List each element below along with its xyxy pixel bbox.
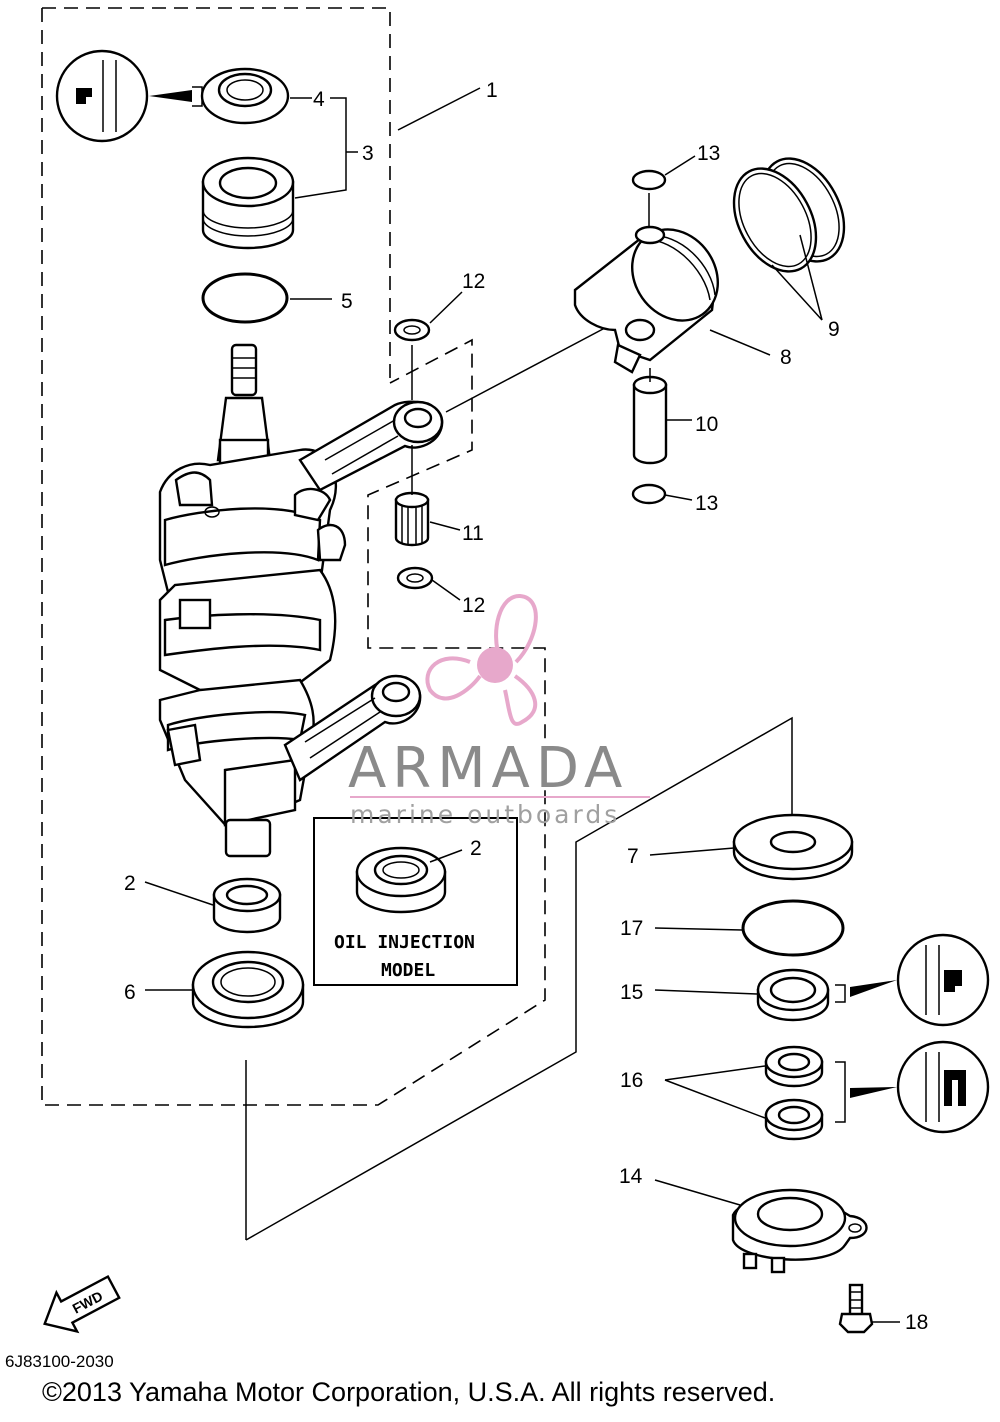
bolt-part-18 <box>838 1283 874 1334</box>
callout-3: 3 <box>362 142 374 165</box>
callout-5: 5 <box>341 290 353 313</box>
callout-12-top: 12 <box>462 270 485 293</box>
oil-injection-label: OIL INJECTION <box>334 932 475 953</box>
connecting-rod-lower <box>283 674 422 782</box>
lubricant-badge-right-lower <box>835 1040 990 1134</box>
bearing-part-3 <box>201 156 295 250</box>
needle-bearing-part-11 <box>394 491 430 547</box>
piston-rings-part-9 <box>732 157 846 273</box>
o-ring-part-17 <box>741 899 845 957</box>
callout-13-top: 13 <box>697 142 720 165</box>
callout-7: 7 <box>627 845 639 868</box>
watermark-tagline: marine outboards <box>350 800 620 829</box>
lubricant-badge-right-upper <box>835 933 990 1027</box>
circlip-part-13-top <box>631 169 667 191</box>
piston-part-8 <box>573 225 719 374</box>
lubricant-badge-top <box>55 49 203 143</box>
callout-6: 6 <box>124 981 136 1004</box>
callout-14: 14 <box>619 1165 643 1188</box>
callout-2-oil-injection: 2 <box>470 837 482 860</box>
callout-10: 10 <box>695 413 718 436</box>
thrust-washer-part-7 <box>732 813 854 881</box>
copyright-notice: ©2013 Yamaha Motor Corporation, U.S.A. A… <box>42 1377 775 1407</box>
callout-15: 15 <box>620 981 643 1004</box>
bearing-part-2 <box>212 877 282 934</box>
callout-9: 9 <box>828 318 840 341</box>
armada-watermark: ARMADA marine outboards <box>348 593 650 829</box>
callout-16: 16 <box>620 1069 643 1092</box>
bearing-part-6 <box>191 950 305 1029</box>
washer-part-12-top <box>393 318 431 342</box>
callout-1: 1 <box>486 79 498 102</box>
circlip-part-13-bottom <box>631 483 667 505</box>
oil-injection-model-label: MODEL <box>381 960 435 981</box>
callout-11: 11 <box>462 522 484 545</box>
callout-8: 8 <box>780 346 792 369</box>
watermark-brand: ARMADA <box>348 736 628 801</box>
fwd-arrow: FWD <box>43 1274 121 1334</box>
callout-numbers: 1 2 2 3 4 5 6 7 8 9 10 11 12 12 13 13 14… <box>124 79 928 1334</box>
callout-18: 18 <box>905 1311 928 1334</box>
callout-4: 4 <box>313 88 325 111</box>
oil-injection-model-box <box>313 817 518 986</box>
oil-seals-part-16 <box>764 1045 824 1141</box>
washer-part-12-bottom <box>396 566 434 590</box>
leader-lines <box>144 87 900 1323</box>
callout-2: 2 <box>124 872 136 895</box>
callout-13-bottom: 13 <box>695 492 718 515</box>
callout-17: 17 <box>620 917 643 940</box>
callout-12-bottom: 12 <box>462 594 485 617</box>
oil-seal-part-4 <box>200 67 290 125</box>
o-ring-part-5 <box>201 272 289 324</box>
diagram-code: 6J83100-2030 <box>5 1352 114 1371</box>
connecting-rod-upper <box>298 400 444 492</box>
oil-seal-part-15 <box>756 968 830 1022</box>
propeller-logo-icon <box>425 593 538 726</box>
crankshaft-assembly-boundary <box>41 7 546 1106</box>
piston-pin-part-10 <box>632 375 668 465</box>
seal-housing-part-14 <box>731 1188 868 1274</box>
crankshaft <box>158 343 347 858</box>
